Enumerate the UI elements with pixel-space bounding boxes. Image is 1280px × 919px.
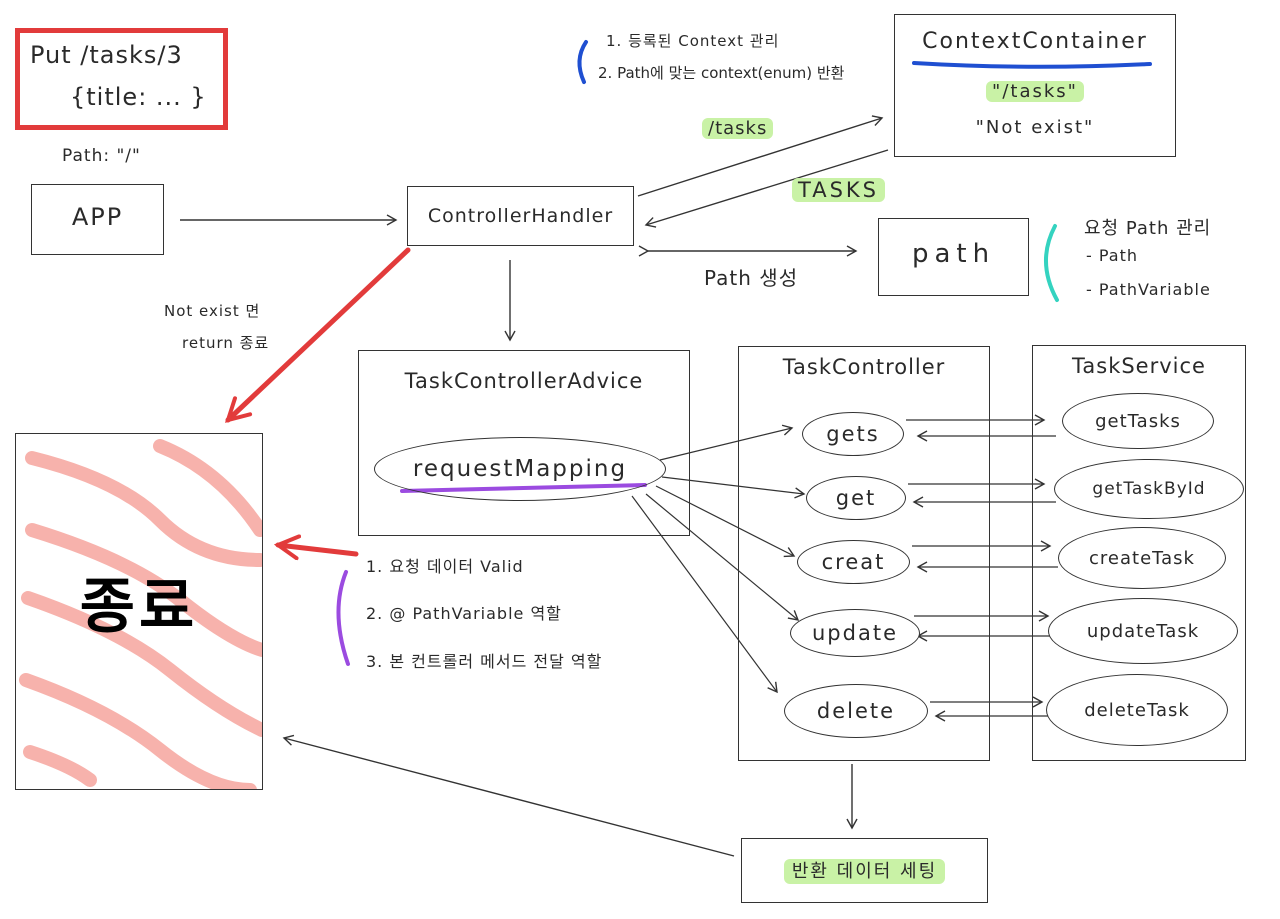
advice-note-3: 3. 본 컨트롤러 메서드 전달 역할 bbox=[366, 652, 603, 671]
service-method-get-task-by-id: getTaskById bbox=[1054, 459, 1244, 519]
not-exist-note-1: Not exist 면 bbox=[164, 302, 261, 320]
arrow-rm-update bbox=[645, 493, 800, 621]
end-box-stripes bbox=[19, 439, 262, 789]
controller-handler-label: ControllerHandler bbox=[427, 205, 614, 227]
service-method-get-tasks: getTasks bbox=[1062, 393, 1214, 449]
controller-handler-box: ControllerHandler bbox=[407, 186, 634, 246]
advice-notes-bracket bbox=[336, 570, 350, 666]
context-title-underline bbox=[912, 61, 1152, 69]
label-tasks-path: /tasks bbox=[702, 118, 774, 139]
request-box: Put /tasks/3 {title: ... } bbox=[15, 28, 228, 130]
return-box: 반환 데이터 세팅 bbox=[741, 838, 988, 903]
controller-method-gets: gets bbox=[802, 412, 904, 456]
context-note-2: 2. Path에 맞는 context(enum) 반환 bbox=[598, 64, 845, 82]
arrow-advice-end bbox=[278, 545, 359, 554]
context-item-not-exist: "Not exist" bbox=[975, 117, 1095, 138]
context-container-box: ContextContainer "/tasks" "Not exist" bbox=[894, 14, 1176, 157]
context-notes-bracket bbox=[577, 40, 588, 84]
path-notes-bracket bbox=[1044, 224, 1059, 302]
controller-method-get: get bbox=[806, 476, 906, 520]
arrow-return-to-end bbox=[282, 734, 735, 857]
service-method-update-task: updateTask bbox=[1048, 598, 1238, 664]
arrow-not-exist-end bbox=[228, 247, 411, 420]
end-box: 종료 bbox=[15, 433, 263, 790]
path-box: path bbox=[878, 218, 1029, 296]
arrow-context-to-handler bbox=[644, 149, 889, 228]
label-path-create: Path 생성 bbox=[704, 266, 799, 290]
task-controller-title: TaskController bbox=[782, 355, 946, 379]
arrow-rm-delete bbox=[631, 495, 778, 694]
request-line: Put /tasks/3 bbox=[30, 41, 183, 69]
app-box: APP bbox=[31, 184, 164, 255]
task-controller-box: TaskController bbox=[738, 346, 990, 761]
controller-method-delete: delete bbox=[784, 684, 928, 738]
arrow-rm-get bbox=[661, 476, 806, 499]
service-method-create-task: createTask bbox=[1058, 527, 1226, 589]
context-container-title: ContextContainer bbox=[922, 29, 1148, 54]
advice-note-1: 1. 요청 데이터 Valid bbox=[366, 557, 524, 576]
arrow-rm-gets bbox=[659, 424, 794, 461]
advice-box: TaskControllerAdvice bbox=[358, 350, 690, 536]
advice-title: TaskControllerAdvice bbox=[404, 369, 644, 393]
arrow-rm-creat bbox=[655, 485, 796, 558]
arrow-handler-to-context bbox=[637, 115, 884, 197]
not-exist-note-2: return 종료 bbox=[182, 334, 270, 352]
context-item-tasks: "/tasks" bbox=[895, 81, 1175, 102]
context-note-1: 1. 등록된 Context 관리 bbox=[606, 32, 780, 50]
task-service-title: TaskService bbox=[1072, 354, 1206, 378]
path-box-label: path bbox=[911, 239, 996, 269]
path-notes-item-2: - PathVariable bbox=[1086, 280, 1211, 299]
service-method-delete-task: deleteTask bbox=[1046, 674, 1228, 746]
end-box-label: 종료 bbox=[79, 572, 199, 642]
controller-method-update: update bbox=[790, 609, 920, 657]
return-box-label: 반환 데이터 세팅 bbox=[742, 857, 987, 884]
task-service-box: TaskService bbox=[1032, 345, 1246, 761]
request-mapping-node: requestMapping bbox=[374, 437, 666, 501]
path-notes-item-1: - Path bbox=[1086, 246, 1139, 265]
path-root-label: Path: "/" bbox=[62, 146, 141, 166]
app-label: APP bbox=[71, 203, 124, 231]
request-body: {title: ... } bbox=[70, 83, 207, 111]
path-notes-title: 요청 Path 관리 bbox=[1084, 218, 1212, 239]
controller-method-creat: creat bbox=[797, 540, 910, 584]
advice-note-2: 2. @ PathVariable 역할 bbox=[366, 604, 562, 623]
label-tasks-enum: TASKS bbox=[792, 178, 885, 202]
